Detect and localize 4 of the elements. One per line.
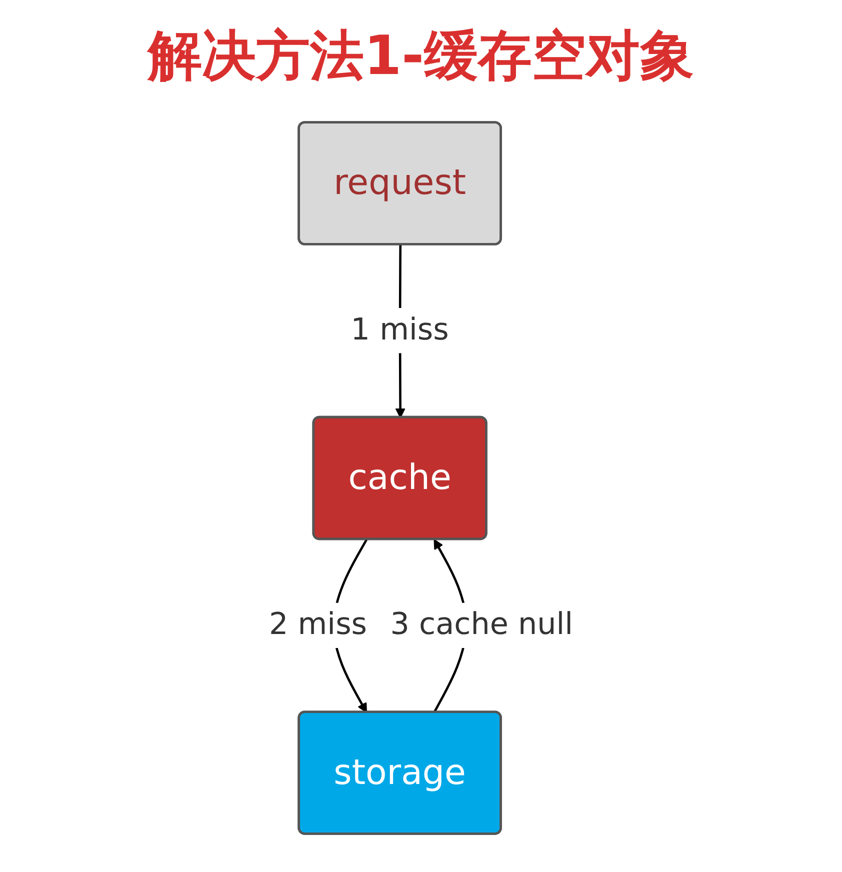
title: 解决方法1-缓存空对象	[146, 23, 695, 89]
edge-label: 2 miss	[269, 607, 368, 642]
edge-label: 3 cache null	[390, 607, 573, 642]
edge-label: 1 miss	[350, 312, 449, 348]
